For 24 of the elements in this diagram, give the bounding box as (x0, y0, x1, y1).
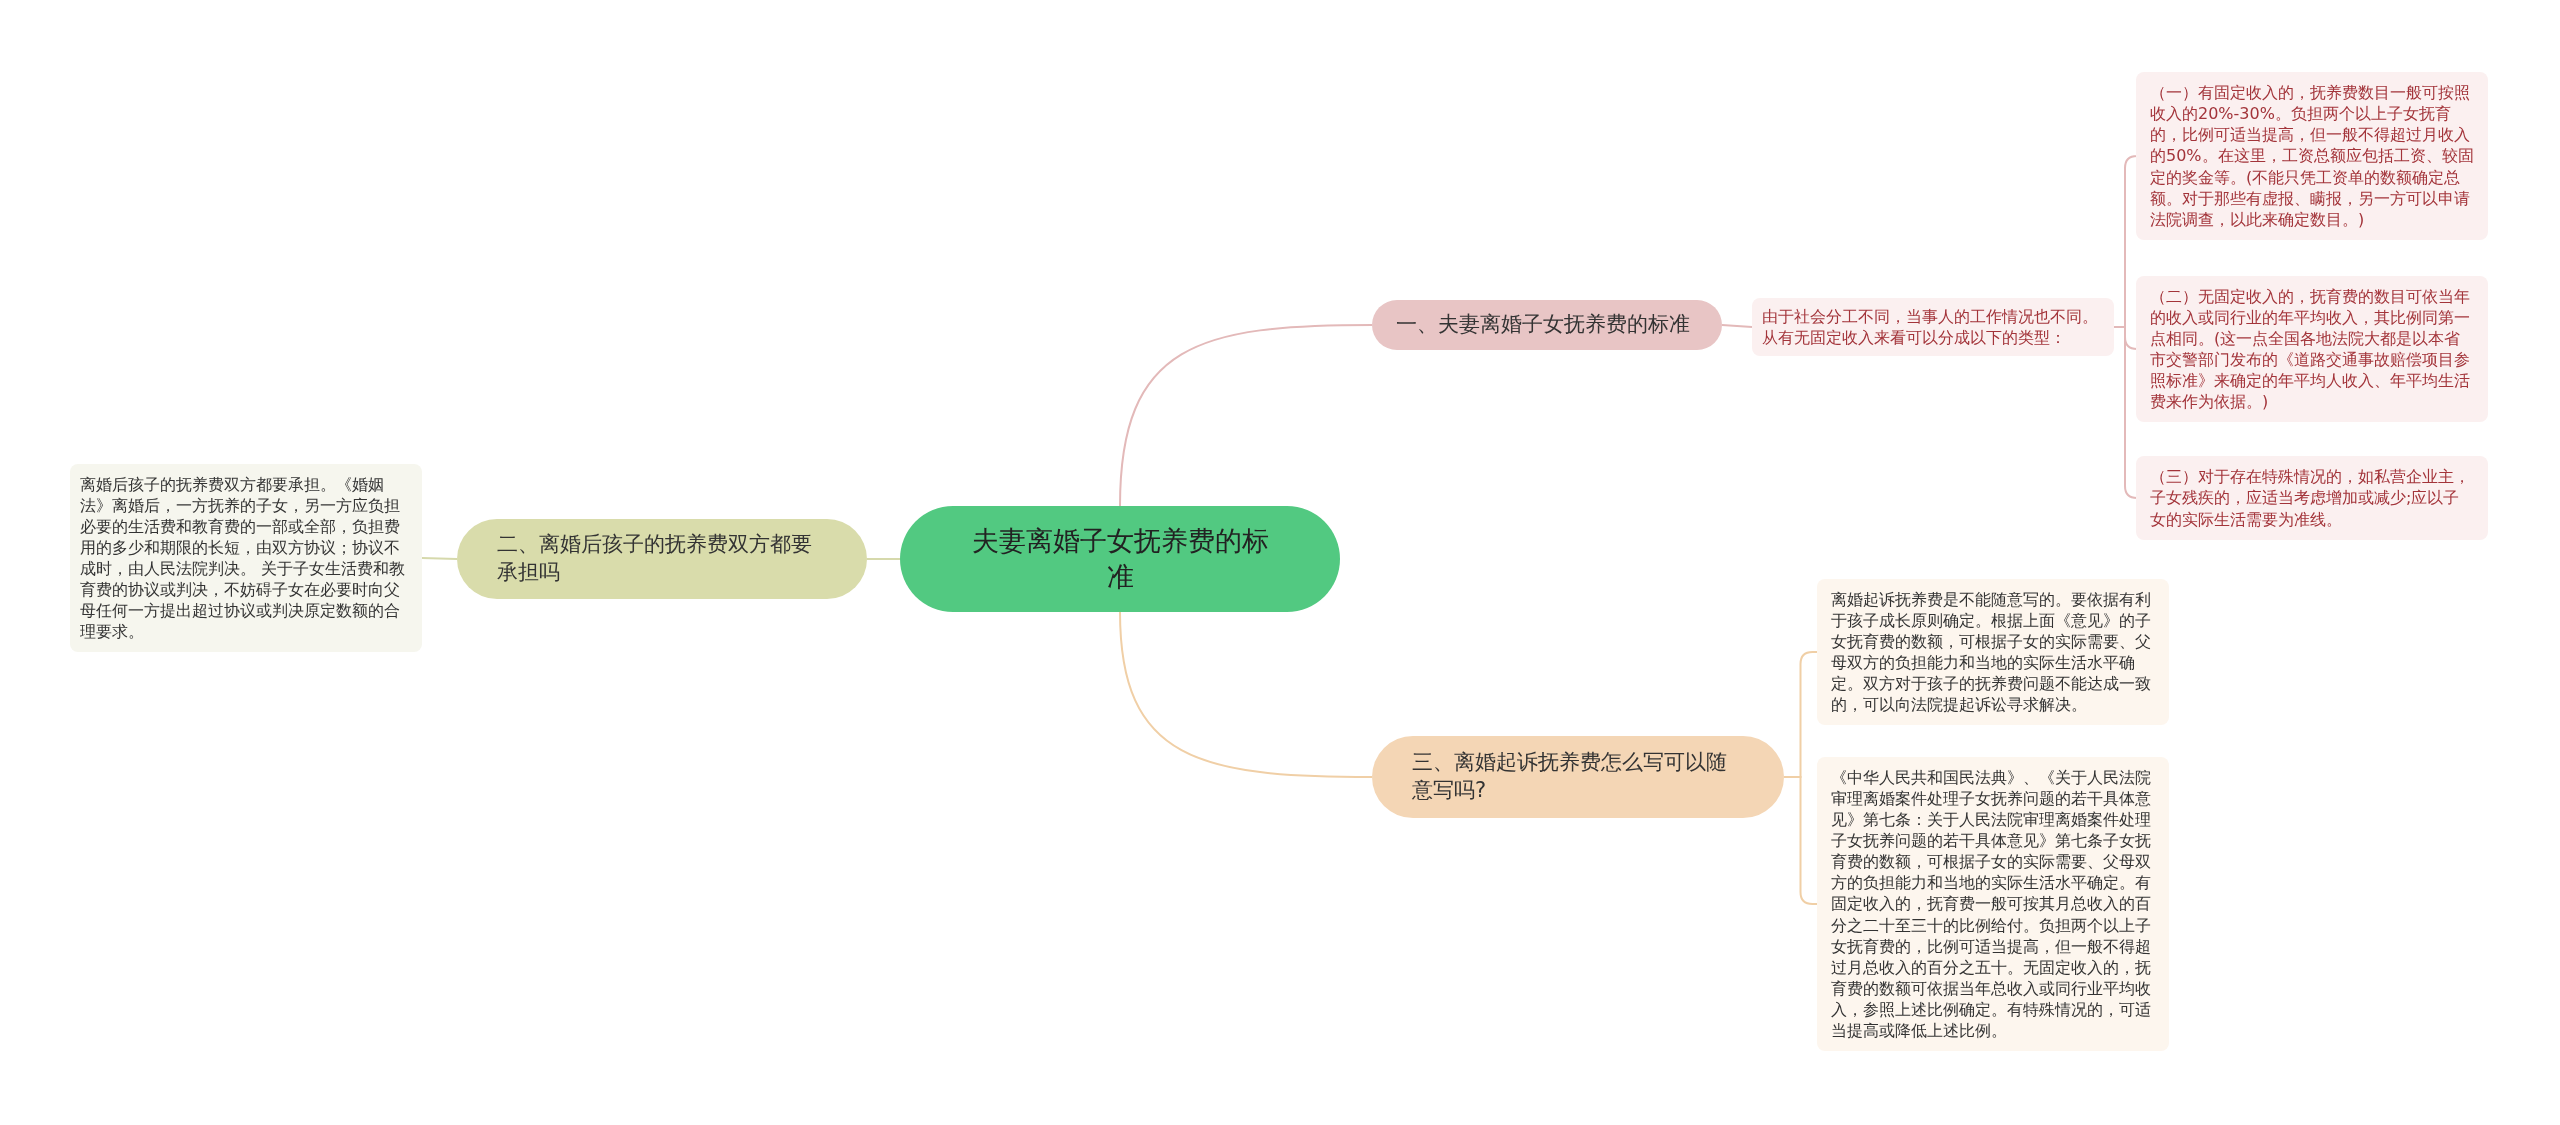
connector-line (1119, 611, 1373, 778)
note-card (70, 463, 422, 653)
note-text: （二）无固定收入的，抚育费的数目可依当年的收入或同行业的年平均收入，其比例同第一点相同。(这一点全国各地法院大都是以本省市交警部门发布的《道路交通事故赔偿项目参照标准》来确定的年平均人收入、年平均生活费来作为依据。) (2150, 285, 2471, 413)
note-card (2136, 72, 2488, 240)
note-text: （三）对于存在特殊情况的，如私营企业主，子女残疾的，应适当考虑增加或减少;应以子女的实际生活需要为准线。 (2150, 466, 2471, 530)
branch-topic-text: 二、离婚后孩子的抚养费双方都要承担吗 (497, 531, 813, 586)
connector-line (421, 557, 458, 560)
branch-topic-text: 一、夫妻离婚子女抚养费的标准 (1396, 311, 1690, 339)
connector-line (1783, 776, 1818, 905)
note-card (2136, 275, 2488, 423)
note-card (1817, 578, 2169, 726)
connector-line (866, 558, 901, 560)
note-text: 离婚起诉抚养费是不能随意写的。要依据有利于孩子成长原则确定。根据上面《意见》的子女抚育费的数额，可根据子女的实际需要、父母双方的负担能力和当地的实际生活水平确定。双方对于孩子的抚养费问题不能达成一致的，可以向法院提起诉讼寻求解决。 (1831, 588, 2152, 716)
note-card (2136, 456, 2488, 540)
branch-topic-text: 三、离婚起诉抚养费怎么写可以随意写吗? (1412, 749, 1728, 804)
branch-topic (1372, 300, 1722, 350)
note-text: （一）有固定收入的，抚养费数目一般可按照收入的20%-30%。负担两个以上子女抚育的，比例可适当提高，但一般不得超过月收入的50%。在这里，工资总额应包括工资、较固定的奖金等。(不能只凭工资单的数额确定总额。对于那些有虚报、瞒报，另一方可以申请法院调查，以此来确定数目。) (2150, 82, 2474, 230)
note-text: 《中华人民共和国民法典》、《关于人民法院审理离婚案件处理子女抚养问题的若干具体意见》第七条：关于人民法院审理离婚案件处理子女抚养问题的若干具体意见》第七条子女抚育费的数额，可根据子女的实际需要、父母双方的负担能力和当地的实际生活水平确定。有固定收入的，抚育费一般可按其月总收入的百分之二十至三十的比例给付。负担两个以上子女抚育费的，比例可适当提高，但一般不得超过月总收入的百分之五十。无固定收入的，抚育费的数额可依据当年总收入或同行业平均收入，参照上述比例确定。有特殊情况的，可适当提高或降低上述比例。 (1831, 766, 2152, 1042)
note-card (1752, 297, 2114, 357)
note-text: 由于社会分工不同，当事人的工作情况也不同。从有无固定收入来看可以分成以下的类型： (1762, 305, 2099, 349)
connector-line (1721, 324, 1753, 328)
connector-line (1119, 324, 1373, 507)
central-topic-text: 夫妻离婚子女抚养费的标准 (970, 524, 1270, 594)
note-text: 离婚后孩子的抚养费双方都要承担。《婚姻法》离婚后，一方抚养的子女，另一方应负担必要的生活费和教育费的一部或全部，负担费用的多少和期限的长短，由双方协议；协议不成时，由人民法院判决。 关于子女生活费和教育费的协议或判决，不妨碍子女在必要时向父母任何一方提出超过协议或判决原定数额的合理要求。 (80, 473, 407, 643)
